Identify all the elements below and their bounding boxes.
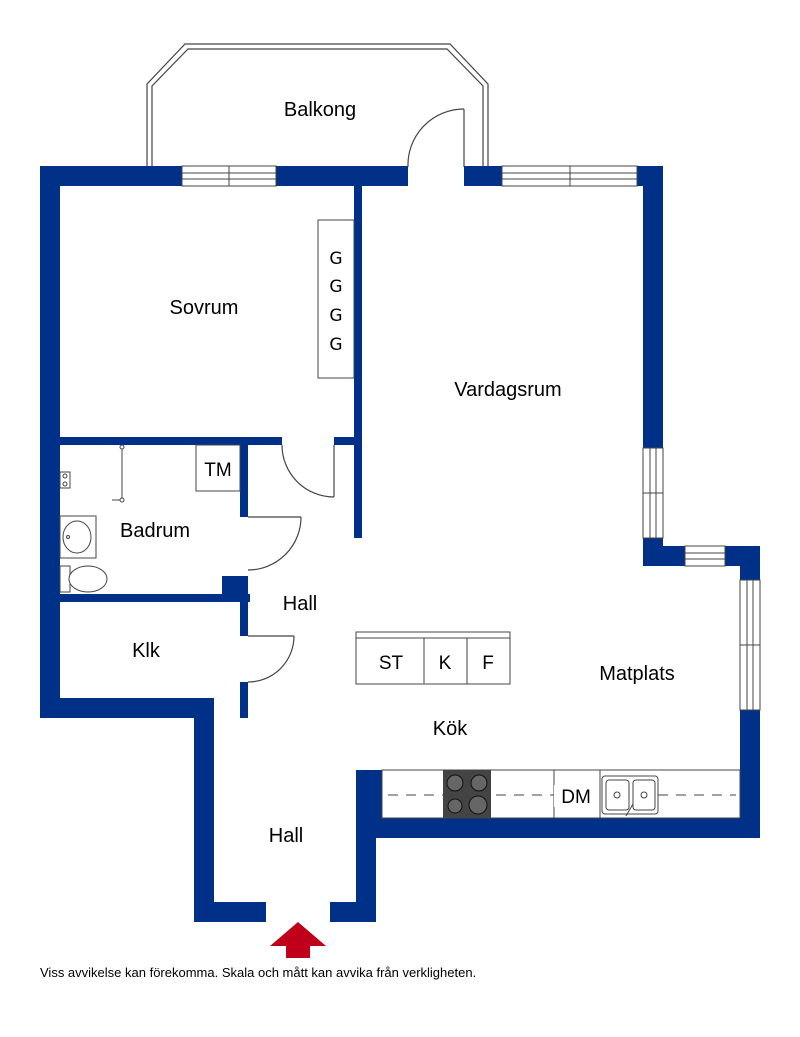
wardrobe-label-4: G bbox=[329, 335, 342, 355]
bathroom-fixtures: TM bbox=[59, 444, 241, 593]
f-label: F bbox=[482, 653, 494, 674]
room-label-vardagsrum: Vardagsrum bbox=[454, 379, 561, 401]
kitchen-island: ST K F bbox=[355, 631, 511, 685]
wardrobe-label-3: G bbox=[329, 306, 342, 326]
sink-icon bbox=[601, 775, 659, 817]
wardrobe: G G G G bbox=[317, 219, 355, 379]
wardrobe-label-1: G bbox=[329, 249, 342, 269]
room-label-badrum: Badrum bbox=[120, 520, 190, 542]
st-label: ST bbox=[379, 653, 404, 674]
windows bbox=[181, 165, 761, 711]
toilet-icon bbox=[59, 565, 108, 593]
room-label-kok: Kök bbox=[433, 718, 468, 740]
room-label-balkong: Balkong bbox=[284, 99, 356, 121]
room-labels: Balkong Sovrum Vardagsrum Badrum Hall Kl… bbox=[120, 99, 675, 847]
disclaimer-text: Viss avvikelse kan förekomma. Skala och … bbox=[40, 965, 477, 980]
k-label: K bbox=[439, 653, 452, 674]
kitchen-counter: DM bbox=[381, 769, 741, 819]
room-label-sovrum: Sovrum bbox=[170, 297, 239, 319]
balcony-door bbox=[407, 108, 465, 168]
room-label-hall-upper: Hall bbox=[283, 593, 317, 615]
walls bbox=[40, 166, 760, 922]
tm-label: TM bbox=[204, 460, 231, 481]
room-label-matplats: Matplats bbox=[599, 663, 675, 685]
room-label-klk: Klk bbox=[132, 640, 161, 662]
room-label-hall-lower: Hall bbox=[269, 825, 303, 847]
shower-icon bbox=[59, 471, 71, 489]
washbasin-icon bbox=[59, 515, 97, 559]
balcony bbox=[146, 43, 489, 166]
entrance-arrow-icon bbox=[270, 922, 326, 958]
wardrobe-label-2: G bbox=[329, 277, 342, 297]
door-swings bbox=[247, 444, 335, 683]
stove-icon bbox=[443, 770, 491, 818]
dm-label: DM bbox=[561, 787, 591, 808]
